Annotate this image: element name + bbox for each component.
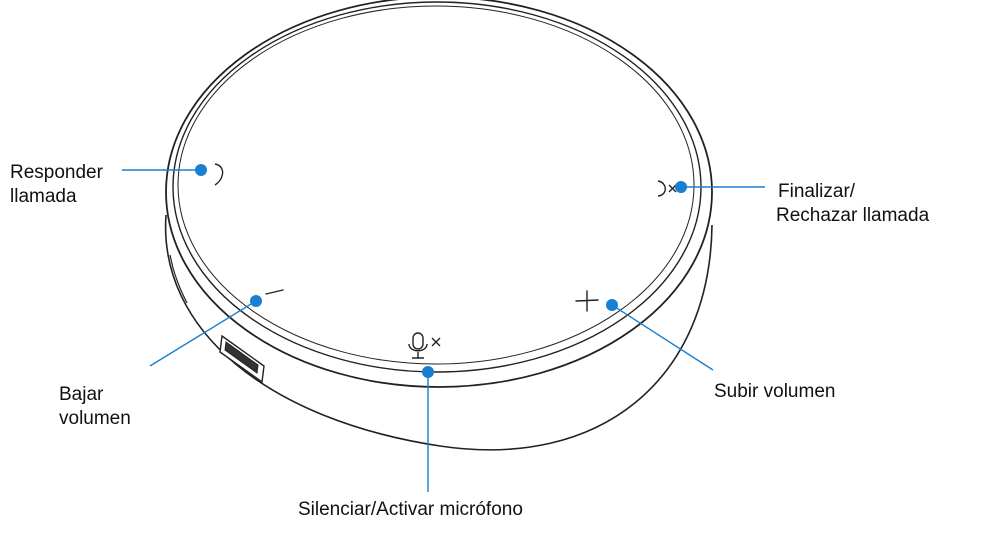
phone-answer-icon: [214, 163, 224, 186]
label-volup-text: Subir volumen: [714, 381, 836, 402]
phone-end-icon: [657, 180, 677, 197]
label-mute-unmute: Silenciar/Activar micrófono: [298, 498, 523, 522]
side-port-small: [169, 254, 188, 304]
device-inner-ring: [177, 5, 695, 365]
callout-volume-down: [149, 295, 262, 367]
minus-icon: [265, 289, 284, 295]
label-voldown-line1: Bajar: [59, 384, 104, 405]
label-volume-up: Subir volumen: [714, 380, 835, 404]
label-voldown-line2: volumen: [59, 408, 131, 429]
plus-icon: [575, 290, 599, 312]
callout-answer: [122, 164, 207, 176]
device-top-surface: [172, 1, 702, 373]
label-end-reject-call: Finalizar/ Rechazar llamada: [776, 180, 930, 228]
callout-mute: [422, 366, 434, 492]
mic-mute-icon: [408, 332, 441, 359]
label-end-line2: Rechazar llamada: [776, 205, 930, 226]
usb-port: [219, 334, 265, 384]
label-end-line1: Finalizar/: [778, 181, 856, 202]
label-answer-line2: llamada: [10, 186, 77, 207]
label-mute-text: Silenciar/Activar micrófono: [298, 499, 523, 520]
label-volume-down: Bajar volumen: [59, 383, 131, 431]
label-answer-call: Responder llamada: [10, 161, 103, 209]
label-answer-line1: Responder: [10, 162, 103, 183]
callout-volume-up: [606, 299, 714, 371]
callout-end-reject: [675, 181, 765, 193]
